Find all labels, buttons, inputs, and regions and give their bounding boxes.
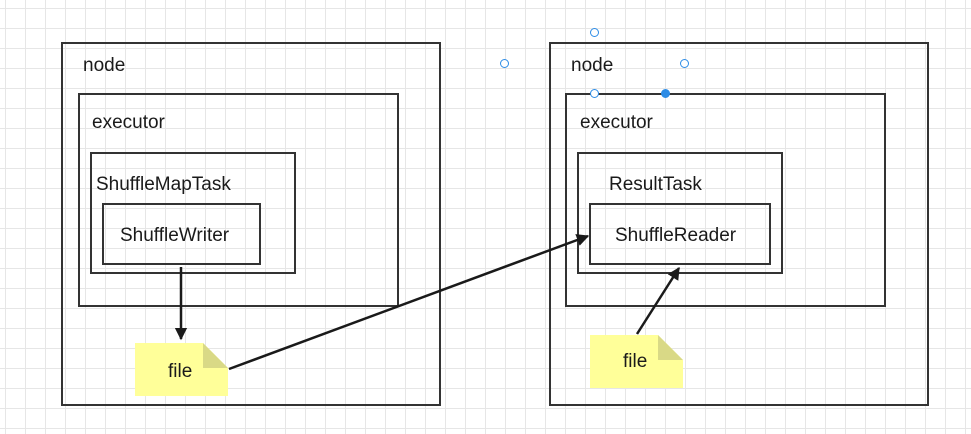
right-node-box[interactable] xyxy=(549,42,929,406)
shuffle-reader-box[interactable] xyxy=(589,203,771,265)
left-executor-box[interactable] xyxy=(78,93,399,307)
result-task-box[interactable] xyxy=(577,152,783,274)
selection-handle[interactable] xyxy=(590,89,599,98)
selection-handle[interactable] xyxy=(680,59,689,68)
left-node-box[interactable] xyxy=(61,42,441,406)
shuffle-writer-label: ShuffleWriter xyxy=(120,225,230,246)
shuffle-map-task-box[interactable] xyxy=(90,152,296,274)
right-executor-label: executor xyxy=(580,112,653,133)
shuffle-reader-label: ShuffleReader xyxy=(615,225,737,246)
right-file-to-reader-arrow[interactable] xyxy=(635,266,681,335)
left-file-label: file xyxy=(168,361,193,382)
right-executor-box[interactable] xyxy=(565,93,886,307)
note-shape-icon xyxy=(135,343,228,396)
right-file-label: file xyxy=(623,351,648,372)
left-executor-label: executor xyxy=(92,112,165,133)
shuffle-writer-box[interactable] xyxy=(102,203,261,265)
left-node-label: node xyxy=(83,55,126,76)
file-to-reader-arrow[interactable] xyxy=(228,234,590,371)
left-file-note[interactable]: file xyxy=(135,343,228,396)
note-shape-icon xyxy=(590,335,683,388)
right-node-label: node xyxy=(571,55,614,76)
shuffle-map-task-label: ShuffleMapTask xyxy=(96,174,231,195)
selection-handle[interactable] xyxy=(500,59,509,68)
selection-handle[interactable] xyxy=(661,89,670,98)
result-task-label: ResultTask xyxy=(609,174,702,195)
right-file-note[interactable]: file xyxy=(590,335,683,388)
selection-handle[interactable] xyxy=(590,28,599,37)
